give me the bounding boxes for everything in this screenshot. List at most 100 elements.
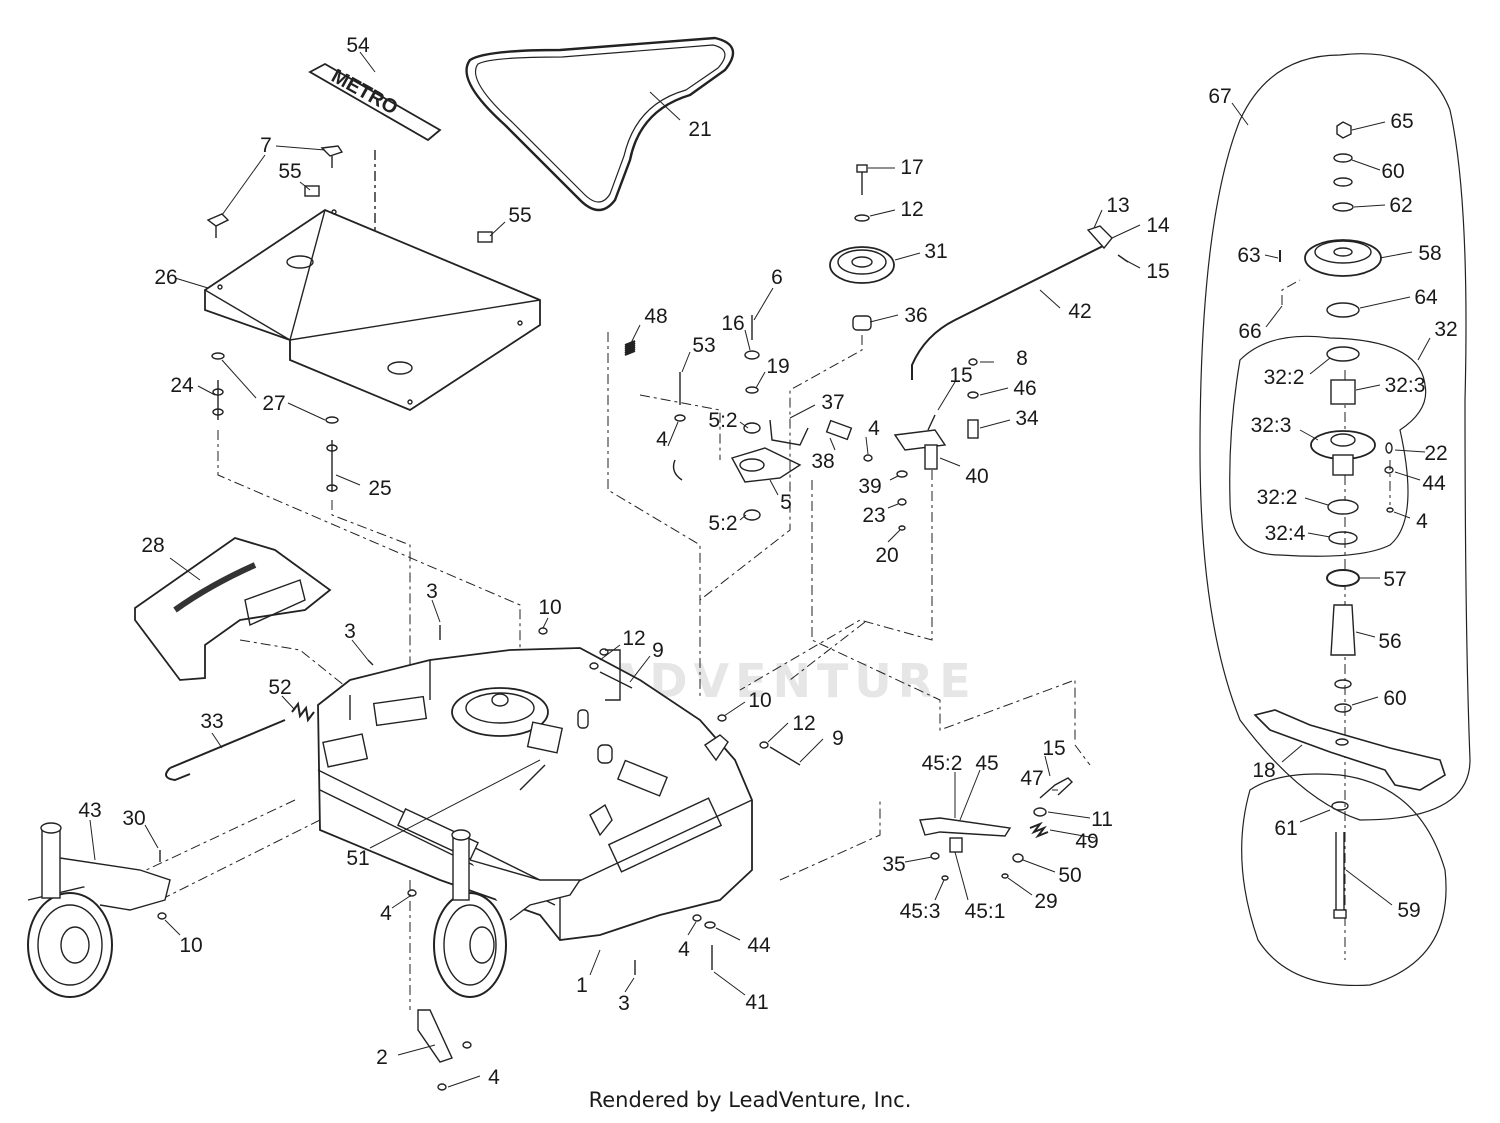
decal-part-54: METRO	[308, 62, 442, 142]
callout-label: 18	[1252, 759, 1275, 782]
callout-label: 32:3	[1385, 374, 1426, 397]
callout-label: 55	[508, 204, 531, 227]
callout-label: 9	[652, 639, 664, 662]
callout-label: 20	[875, 544, 898, 567]
callout-label: 25	[368, 477, 391, 500]
callout-label: 57	[1383, 568, 1406, 591]
callout-label: 38	[811, 450, 834, 473]
bolt-outline-part-59	[1241, 773, 1447, 987]
callout-label: 21	[688, 118, 711, 141]
callout-label: 42	[1068, 300, 1091, 323]
belt-cover-part-26	[204, 208, 541, 412]
callout-label: 23	[862, 504, 885, 527]
callout-label: 12	[900, 198, 923, 221]
callout-label: 19	[766, 355, 789, 378]
callout-label: 26	[154, 266, 177, 289]
callout-label: 8	[1016, 347, 1028, 370]
callout-label: 7	[260, 134, 272, 157]
callout-label: 11	[1091, 808, 1113, 831]
callout-label: 66	[1238, 320, 1261, 343]
callout-label: 4	[678, 938, 690, 961]
callout-label: 24	[170, 374, 194, 397]
callout-label: 65	[1390, 110, 1413, 133]
callout-label: 45:2	[922, 752, 963, 775]
callout-label: 60	[1381, 160, 1404, 183]
callout-label: 44	[1422, 472, 1446, 495]
callout-label: 51	[346, 847, 369, 870]
callout-label: 31	[924, 240, 947, 263]
callout-label: 43	[78, 799, 101, 822]
callout-label: 60	[1383, 687, 1406, 710]
callout-label: 39	[858, 475, 881, 498]
callout-label: 30	[122, 807, 145, 830]
callout-label: 4	[868, 417, 880, 440]
rod-part-33	[165, 701, 315, 782]
clip-part-55a	[304, 185, 320, 197]
callout-label: 9	[832, 727, 844, 750]
idler-arm-part-5	[672, 315, 809, 521]
kit-outline-part-67	[1199, 53, 1471, 821]
callout-labels: 5421755552624272517123136131415424861653…	[78, 34, 1457, 1089]
callout-label: 32:2	[1264, 366, 1305, 389]
callout-label: 4	[380, 902, 392, 925]
callout-label: 40	[965, 465, 988, 488]
callout-label: 32:4	[1265, 522, 1306, 545]
discharge-chute-part-28	[134, 537, 332, 681]
callout-label: 36	[904, 304, 927, 327]
callout-label: 44	[747, 934, 771, 957]
callout-label: 4	[488, 1066, 500, 1089]
footer-credit: Rendered by LeadVenture, Inc.	[588, 1088, 912, 1112]
callout-label: 37	[821, 391, 844, 414]
callout-label: 58	[1418, 242, 1441, 265]
callout-label: 32:2	[1257, 486, 1298, 509]
callout-label: 50	[1058, 864, 1081, 887]
callout-label: 46	[1013, 377, 1036, 400]
callout-label: 53	[692, 334, 715, 357]
callout-label: 2	[376, 1046, 388, 1069]
callout-label: 15	[949, 364, 972, 387]
bolt-part-59	[1331, 801, 1349, 919]
callout-label: 45:3	[900, 900, 941, 923]
idler-pulley-part-31	[829, 164, 895, 331]
callout-label: 13	[1106, 194, 1129, 217]
decal-text: METRO	[328, 65, 402, 119]
callout-label: 49	[1075, 830, 1098, 853]
callout-label: 35	[882, 853, 905, 876]
callout-label: 34	[1015, 407, 1039, 430]
callout-label: 17	[900, 156, 923, 179]
callout-label: 62	[1389, 194, 1412, 217]
callout-label: 32:3	[1251, 414, 1292, 437]
lever-part-45	[919, 777, 1074, 881]
clip-part-55b	[477, 231, 493, 243]
knob-part-7	[206, 145, 344, 238]
callout-label: 48	[644, 305, 667, 328]
callout-label: 56	[1378, 630, 1401, 653]
callout-label: 67	[1208, 85, 1231, 108]
callout-label: 61	[1274, 817, 1297, 840]
bolt-part-25	[325, 416, 339, 492]
callout-label: 45	[975, 752, 998, 775]
callout-label: 1	[576, 974, 588, 997]
callout-label: 27	[262, 392, 285, 415]
callout-label: 10	[538, 596, 561, 619]
belt-part-21	[465, 36, 735, 212]
callout-label: 3	[426, 580, 438, 603]
callout-label: 5	[780, 491, 792, 514]
caster-wheel-right-part-43	[433, 829, 582, 998]
callout-label: 15	[1146, 260, 1169, 283]
callout-label: 3	[344, 620, 356, 643]
callout-label: 47	[1020, 767, 1043, 790]
callout-label: 59	[1397, 899, 1420, 922]
callout-label: 4	[1416, 510, 1428, 533]
bracket-part-2	[417, 1009, 472, 1091]
callout-label: 41	[745, 991, 768, 1014]
callout-label: 15	[1042, 737, 1065, 760]
callout-label: 64	[1414, 286, 1438, 309]
callout-label: 10	[748, 689, 771, 712]
brake-arm-part-40	[825, 358, 979, 531]
callout-label: 5:2	[708, 409, 737, 432]
callout-label: 12	[792, 712, 815, 735]
callout-label: 45:1	[965, 900, 1006, 923]
blade-part-18	[1253, 709, 1446, 791]
